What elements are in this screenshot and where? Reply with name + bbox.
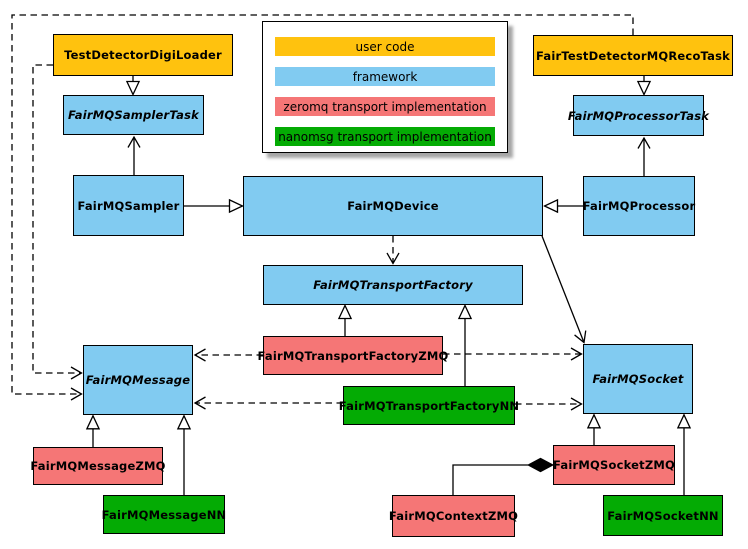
node-fairmqdevice: FairMQDevice bbox=[243, 176, 543, 236]
legend-item-nanomsg: nanomsg transport implementation bbox=[275, 127, 495, 146]
node-fairmqsamplertask: FairMQSamplerTask bbox=[63, 95, 204, 135]
node-fairmqmessagezmq: FairMQMessageZMQ bbox=[30, 447, 165, 485]
node-fairmqsocketzmq: FairMQSocketZMQ bbox=[553, 445, 675, 485]
edge-device-uses-socket bbox=[541, 235, 587, 344]
node-fairmqsocketnn: FairMQSocketNN bbox=[603, 495, 723, 536]
node-fairmqmessagenn: FairMQMessageNN bbox=[102, 495, 226, 534]
node-fairmqsocket: FairMQSocket bbox=[583, 344, 693, 414]
legend-item-zeromq: zeromq transport implementation bbox=[275, 97, 495, 116]
legend-item-framework: framework bbox=[275, 67, 495, 86]
node-fairmqtransportfactory: FairMQTransportFactory bbox=[263, 265, 523, 305]
node-testdetectordigiloader: TestDetectorDigiLoader bbox=[53, 34, 233, 76]
legend: user code framework zeromq transport imp… bbox=[262, 21, 508, 153]
node-fairmqtransportfactoryzmq: FairMQTransportFactoryZMQ bbox=[258, 336, 448, 375]
node-fairmqprocessortask: FairMQProcessorTask bbox=[568, 95, 709, 136]
node-fairmqmessage: FairMQMessage bbox=[83, 345, 193, 415]
node-fairmqprocessor: FairMQProcessor bbox=[583, 176, 695, 236]
node-fairmqcontextzmq: FairMQContextZMQ bbox=[389, 495, 518, 537]
legend-item-user-code: user code bbox=[275, 37, 495, 56]
node-fairtestdetectormqrecotask: FairTestDetectorMQRecoTask bbox=[533, 35, 733, 76]
composition-diamond-icon bbox=[526, 457, 555, 473]
node-fairmqsampler: FairMQSampler bbox=[73, 175, 184, 236]
edge-contextzmq-composed-in-socketzmq bbox=[452, 464, 528, 495]
node-fairmqtransportfactorynn: FairMQTransportFactoryNN bbox=[339, 386, 519, 425]
